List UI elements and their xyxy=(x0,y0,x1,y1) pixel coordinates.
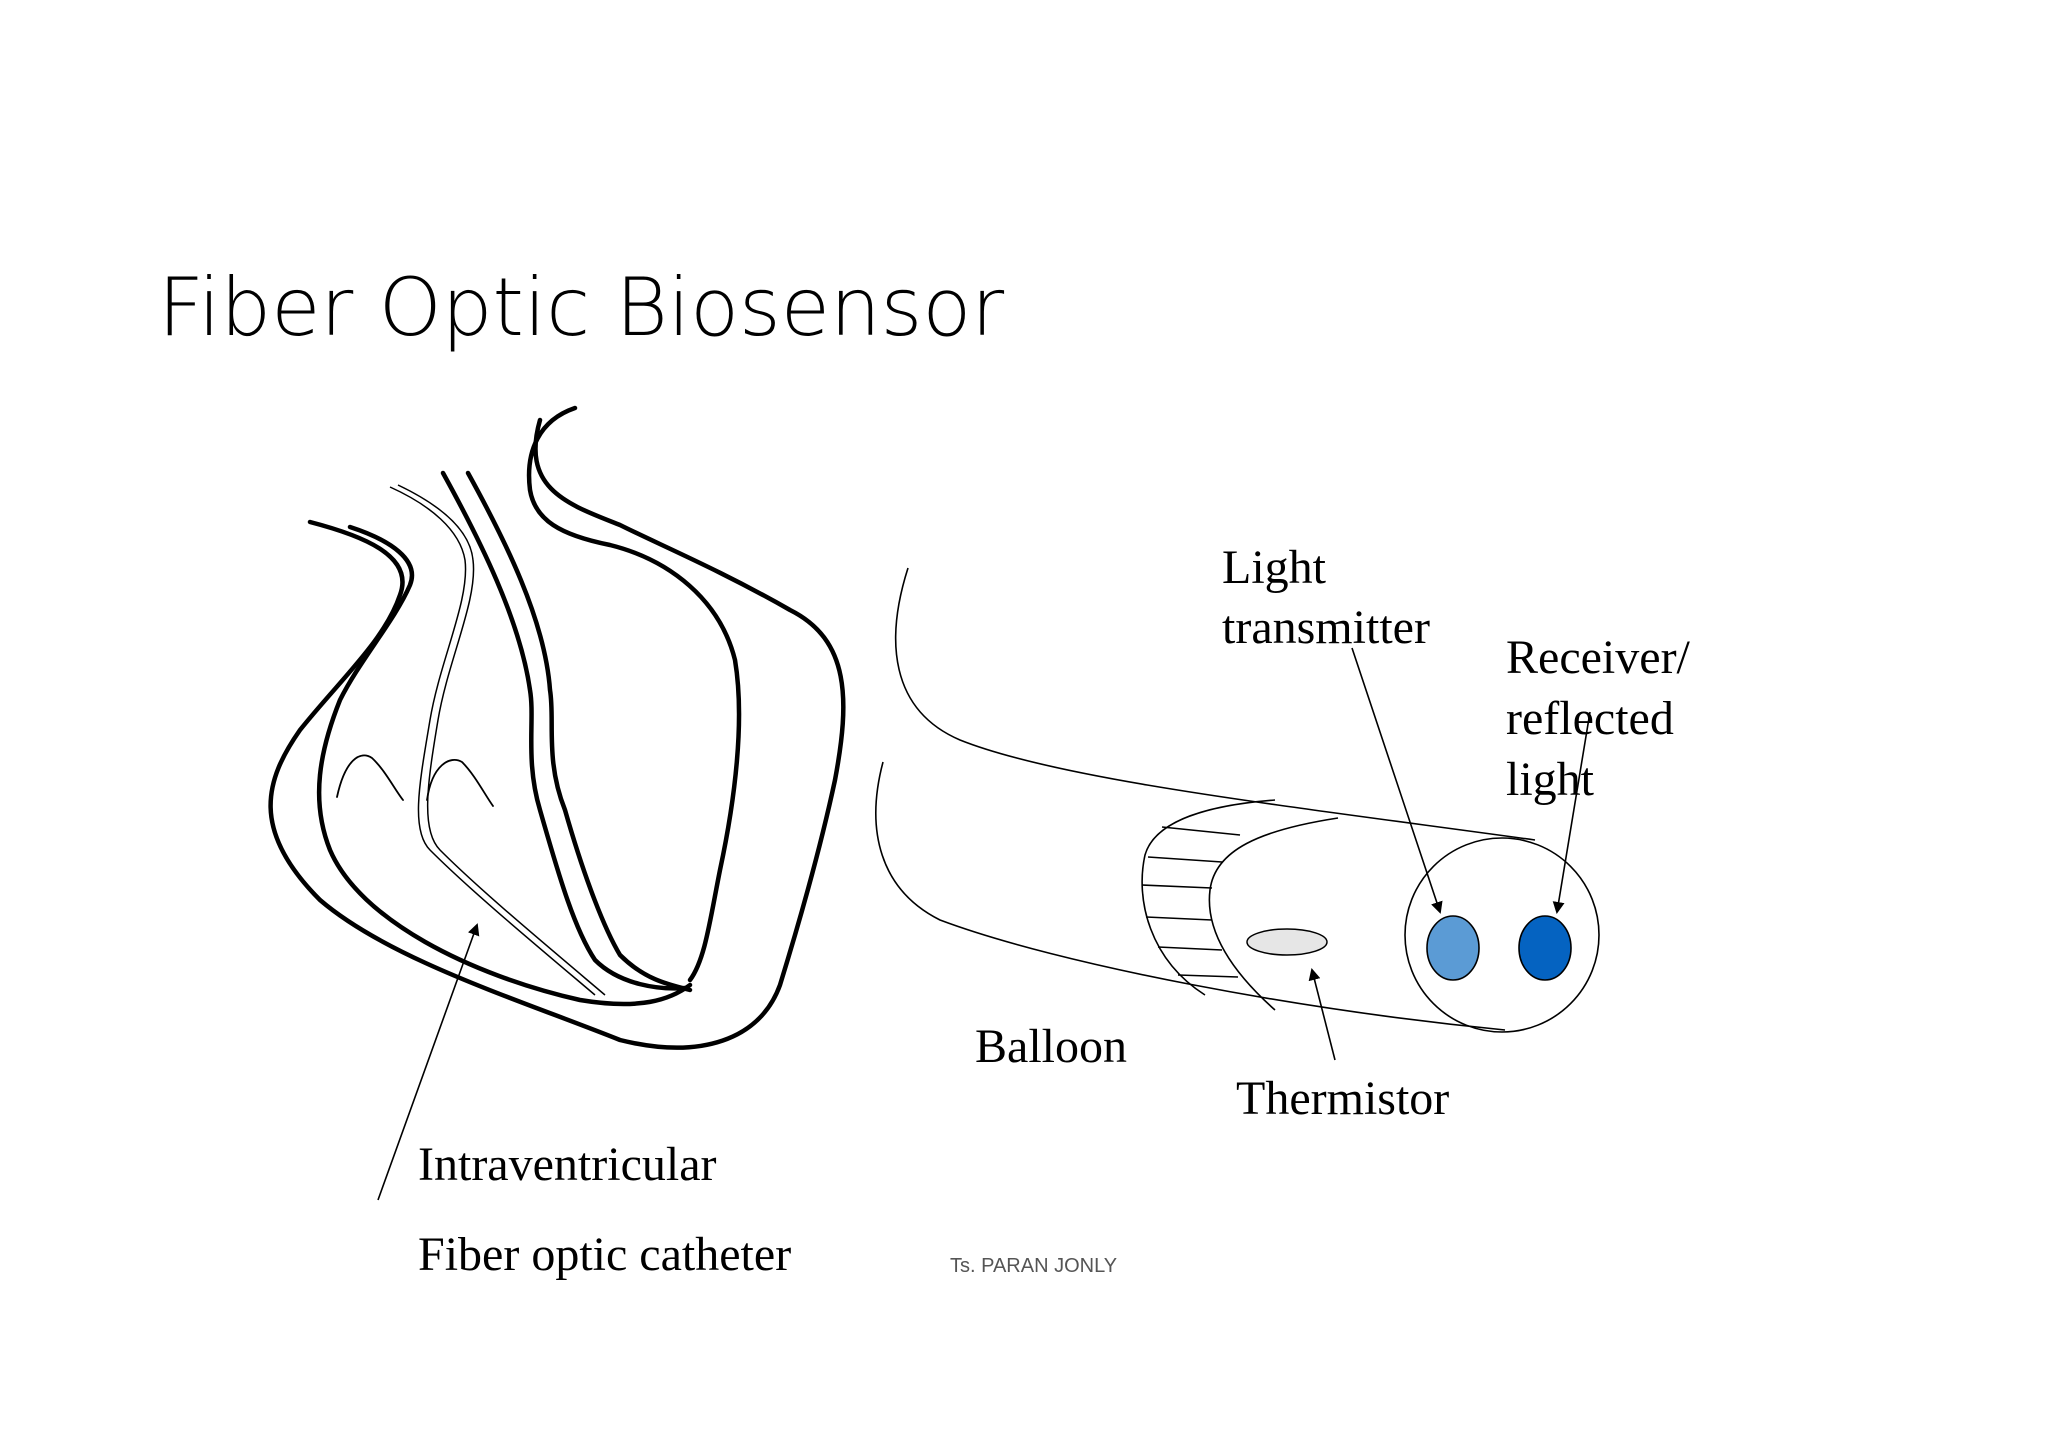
thermistor-pointer xyxy=(1308,968,1336,1061)
catheter-pointer xyxy=(377,923,480,1201)
label-transmitter: transmitter xyxy=(1222,601,1430,654)
label-reflected: reflected xyxy=(1506,692,1674,745)
receiver-pointer xyxy=(1552,711,1591,914)
catheter-body-upper xyxy=(894,567,1536,841)
balloon-outline xyxy=(1141,799,1276,996)
heart-illustration xyxy=(268,405,846,1050)
slide-title: Fiber Optic Biosensor xyxy=(158,261,1005,354)
valve-arc-left xyxy=(336,754,404,801)
credit-text: Ts. PARAN JONLY xyxy=(950,1255,1117,1277)
heart-inner-wall xyxy=(316,524,693,1007)
transmitter-pointer xyxy=(1351,647,1443,914)
valve-arc-right xyxy=(426,759,494,807)
label-light-receiver: light xyxy=(1506,753,1595,806)
heart-septum-right xyxy=(465,470,693,993)
thermistor-element xyxy=(1246,928,1328,956)
label-receiver: Receiver/ xyxy=(1506,631,1691,684)
intraventricular-catheter xyxy=(389,484,606,996)
light-transmitter-fiber xyxy=(1426,915,1480,981)
label-thermistor: Thermistor xyxy=(1236,1072,1449,1125)
heart-outer-wall xyxy=(268,417,846,1050)
label-light: Light xyxy=(1222,541,1327,594)
balloon-inner-edge xyxy=(1208,817,1339,1011)
receiver-fiber xyxy=(1518,915,1572,981)
label-balloon: Balloon xyxy=(975,1020,1127,1073)
label-fiber-optic-catheter: Fiber optic catheter xyxy=(418,1228,791,1281)
catheter-end-face xyxy=(1404,837,1600,1033)
catheter-body-lower xyxy=(875,761,1506,1031)
catheter-tip-illustration xyxy=(875,567,1600,1033)
label-intraventricular: Intraventricular xyxy=(418,1138,717,1191)
heart-aorta xyxy=(526,405,742,983)
heart-septum xyxy=(440,470,688,991)
